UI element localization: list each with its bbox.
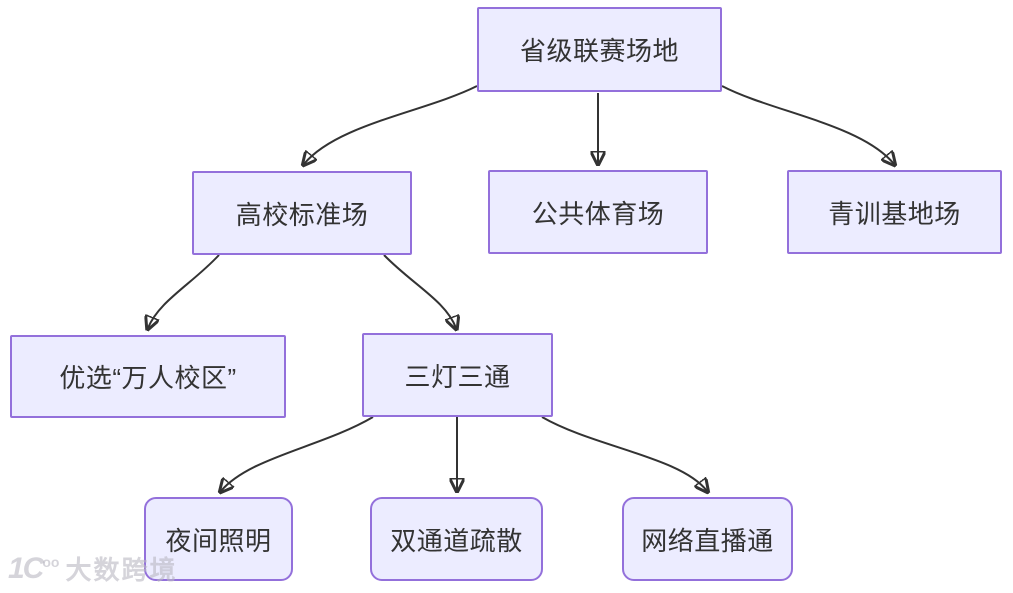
- node-label: 青训基地场: [828, 198, 961, 229]
- edge-university-to-campus: [148, 254, 220, 328]
- node-label: 省级联赛场地: [519, 36, 679, 66]
- edge-three-lights-to-broadcast: [541, 416, 707, 491]
- node-label: 高校标准场: [235, 199, 369, 230]
- node-label: 网络直播通: [641, 525, 774, 556]
- watermark-text: 大数跨境: [65, 555, 178, 585]
- node-youth-training-base: 青训基地场: [787, 170, 1002, 254]
- node-label: 夜间照明: [165, 525, 272, 556]
- node-dual-channel-evacuation: 双通道疏散: [370, 497, 543, 581]
- node-preferred-campus: 优选“万人校区”: [10, 335, 286, 418]
- node-network-live-broadcast: 网络直播通: [622, 497, 793, 581]
- node-label: 公共体育场: [531, 198, 665, 229]
- edge-root-to-youth: [721, 85, 894, 164]
- edge-three-lights-to-lighting: [221, 416, 374, 491]
- watermark-logo-icon: 1Coo: [8, 551, 60, 585]
- node-label: 双通道疏散: [390, 525, 523, 556]
- node-public-stadium: 公共体育场: [488, 170, 708, 254]
- edge-university-to-three-lights: [383, 254, 456, 328]
- edge-root-to-university: [304, 85, 478, 164]
- node-university-standard-field: 高校标准场: [192, 171, 412, 255]
- node-night-lighting: 夜间照明: [144, 497, 293, 581]
- node-three-lights-three-connections: 三灯三通: [362, 333, 553, 417]
- watermark: 1Coo 大数跨境: [8, 550, 177, 587]
- node-provincial-league-venue: 省级联赛场地: [477, 7, 722, 92]
- node-label: 三灯三通: [404, 361, 511, 392]
- node-label: 优选“万人校区”: [59, 363, 237, 393]
